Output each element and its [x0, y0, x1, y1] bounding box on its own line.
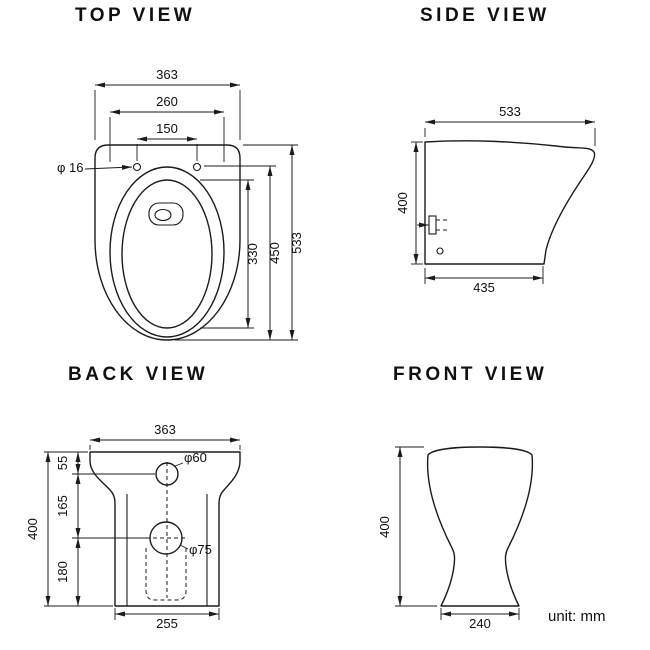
top-view-hinge-hole-left: [132, 162, 142, 172]
top-dim-length-opening: 330: [245, 243, 260, 265]
top-view-seat-outline: [109, 166, 225, 338]
top-view-flush-detail: [148, 202, 184, 226]
top-view-flush-dot: [154, 208, 172, 222]
side-dim-height: 400: [395, 192, 410, 214]
top-view-extension-lines: [94, 90, 298, 341]
side-view-inlet-detail: [417, 215, 450, 255]
back-dim-hole-large: φ75: [189, 542, 212, 557]
front-view-extension-lines: [395, 446, 520, 620]
top-dim-length-seat: 450: [267, 242, 282, 264]
front-view-body-outline: [426, 446, 534, 607]
top-view-hinge-hole-right: [192, 162, 202, 172]
back-view: 363 55 165 180 400 φ60 φ75 255: [25, 422, 241, 631]
top-view-dimension-lines: [84, 82, 295, 340]
top-view: 363 260 150 φ 16 533 450 330: [57, 67, 304, 341]
top-dim-hole-spacing: 150: [156, 121, 178, 136]
back-dim-seg-bottom: 180: [55, 561, 70, 583]
back-view-extension-lines: [44, 445, 241, 620]
back-view-hole-small: [155, 462, 179, 486]
back-dim-base-width: 255: [156, 616, 178, 631]
back-view-dimension-lines: [45, 437, 240, 617]
side-view: 533 400 435: [395, 104, 596, 295]
back-view-title: BACK VIEW: [68, 364, 209, 385]
front-view-title: FRONT VIEW: [393, 364, 548, 385]
back-dim-hole-small: φ60: [184, 450, 207, 465]
top-view-title: TOP VIEW: [75, 5, 196, 26]
side-dim-length-top: 533: [499, 104, 521, 119]
side-view-extension-lines: [411, 128, 596, 284]
side-view-body-outline: [424, 140, 596, 265]
back-dim-height: 400: [25, 518, 40, 540]
back-dim-seg-mid: 165: [55, 495, 70, 517]
top-dim-length-overall: 533: [289, 232, 304, 254]
back-view-body-outline: [89, 451, 241, 607]
top-dim-hole-diameter: φ 16: [57, 160, 84, 175]
top-view-body-outline: [94, 144, 241, 341]
top-dim-width-overall: 363: [156, 67, 178, 82]
unit-label: unit: mm: [548, 608, 606, 625]
side-view-title: SIDE VIEW: [420, 5, 550, 26]
back-view-hole-large: [149, 521, 183, 555]
side-view-dimension-lines: [413, 119, 595, 281]
side-dim-base-length: 435: [473, 280, 495, 295]
back-view-trapway-outline: [145, 548, 187, 601]
back-dim-width-overall: 363: [154, 422, 176, 437]
front-view-dimension-lines: [397, 447, 519, 617]
front-dim-base-width: 240: [469, 616, 491, 631]
back-dim-seg-top: 55: [55, 456, 70, 470]
front-view: 400 240: [377, 446, 534, 631]
top-view-bowl-opening: [121, 179, 213, 329]
front-dim-height: 400: [377, 516, 392, 538]
top-dim-width-seat: 260: [156, 94, 178, 109]
